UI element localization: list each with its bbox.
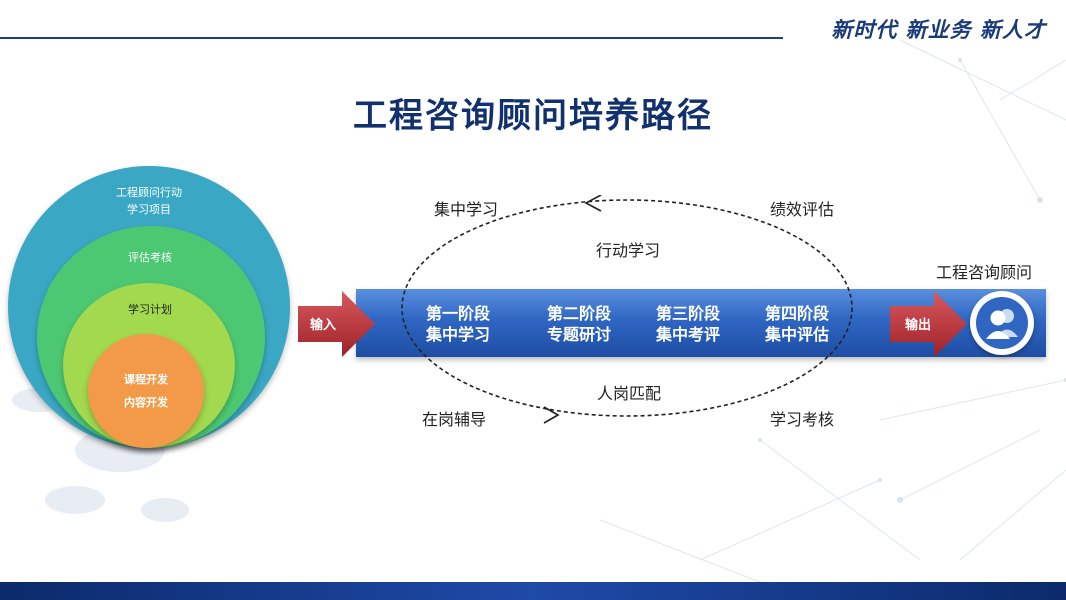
stage-4-line2: 集中评估 (764, 325, 829, 344)
footer-bar (0, 582, 1066, 600)
cycle-bottom-left: 在岗辅导 (422, 410, 487, 429)
stage-1-line1: 第一阶段 (425, 304, 490, 323)
stage-1-line2: 集中学习 (425, 325, 490, 344)
circle-inner (88, 334, 204, 448)
header-rule (0, 37, 783, 39)
two-person-silhouette-icon (986, 309, 1018, 339)
input-arrow-icon (298, 291, 375, 357)
input-label: 输入 (310, 318, 337, 333)
cycle-top-right: 绩效评估 (770, 200, 835, 219)
page-title: 工程咨询顾问培养路径 (353, 96, 713, 136)
stage-4-line1: 第四阶段 (764, 304, 829, 323)
circle-inner-label-2: 内容开发 (124, 396, 168, 409)
circle-second-label: 评估考核 (128, 251, 172, 264)
slogan: 新时代 新业务 新人才 (831, 18, 1046, 42)
cycle-bottom-center: 人岗匹配 (597, 384, 662, 403)
stage-2-line1: 第二阶段 (546, 304, 611, 323)
output-title: 工程咨询顾问 (936, 263, 1033, 282)
cycle-top-left: 集中学习 (434, 200, 499, 219)
stage-2-line2: 专题研讨 (546, 325, 611, 344)
output-arrow-icon (890, 291, 967, 357)
cycle-top-center: 行动学习 (596, 241, 661, 260)
stage-3-line1: 第三阶段 (655, 304, 720, 323)
output-label: 输出 (905, 318, 932, 333)
cycle-loop (401, 195, 853, 424)
circle-outer-label: 工程顾问行动 学习项目 (116, 186, 182, 216)
circle-inner-label-1: 课程开发 (124, 373, 168, 386)
stage-3-line2: 集中考评 (655, 325, 720, 344)
circle-third-label: 学习计划 (128, 303, 172, 316)
cycle-bottom-right: 学习考核 (770, 410, 835, 429)
